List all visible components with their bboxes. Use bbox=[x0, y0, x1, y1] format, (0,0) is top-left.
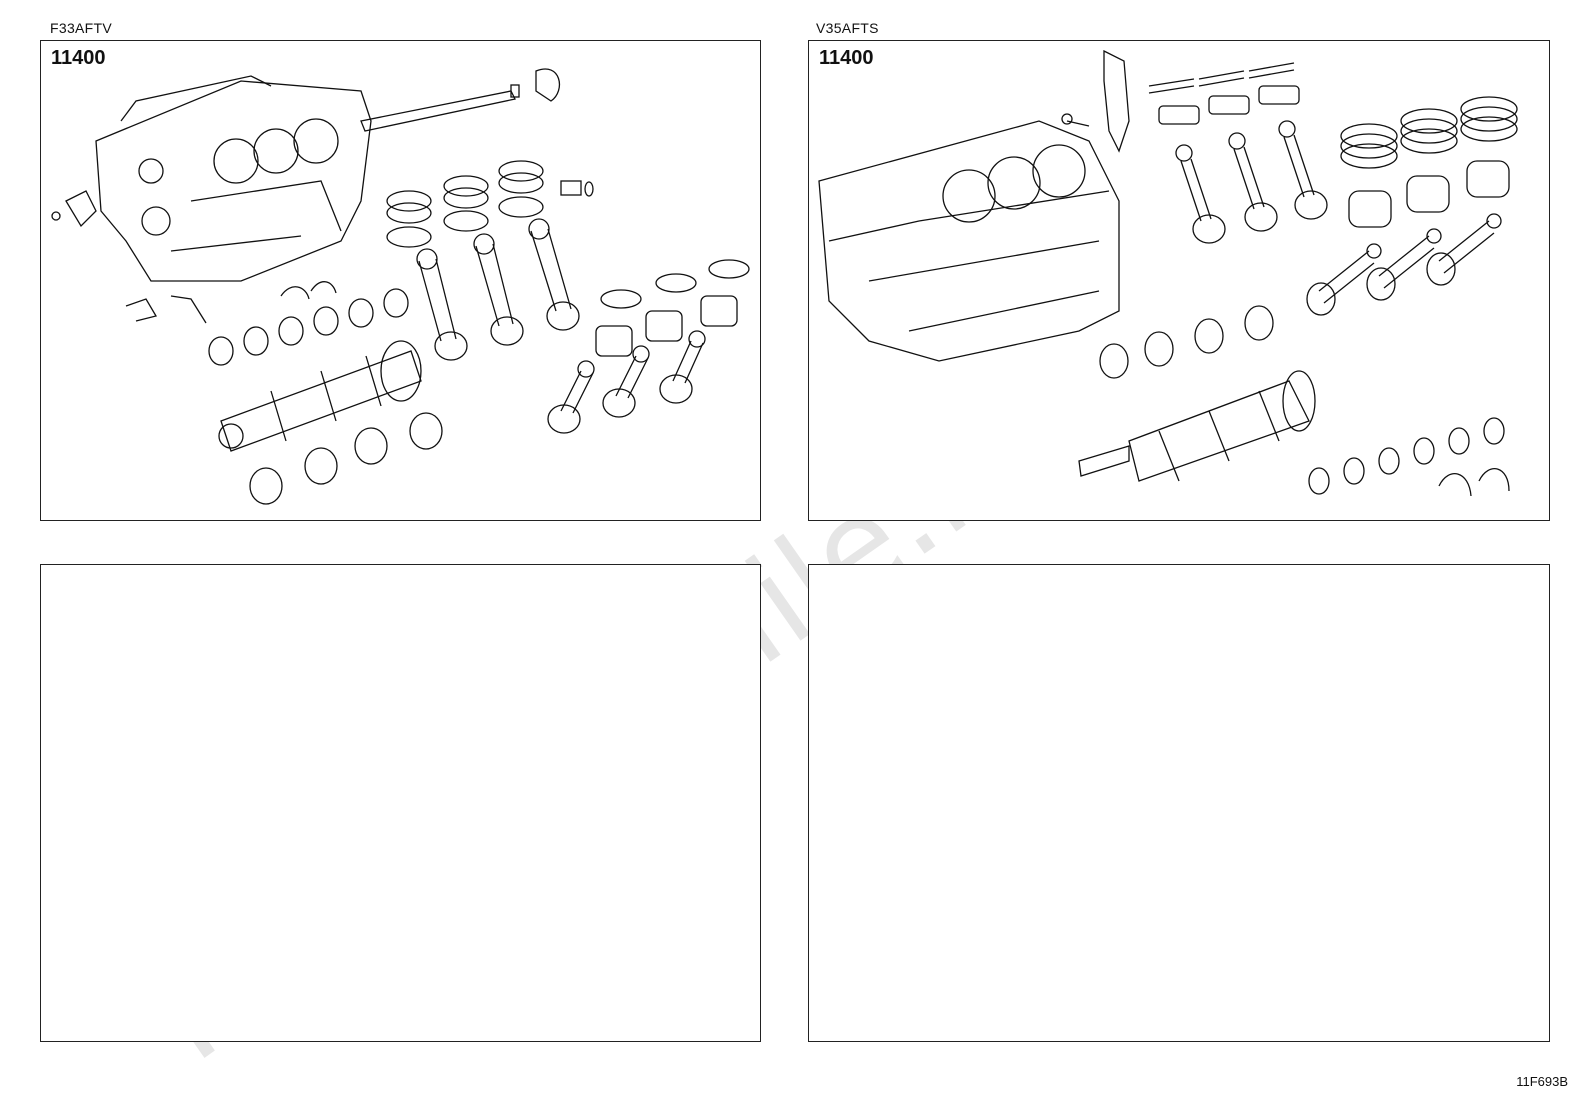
cylinder-block-illustration bbox=[818, 120, 1120, 362]
crankshaft-illustration bbox=[1078, 370, 1316, 482]
diagram-panel-v35afts[interactable]: 11400 bbox=[808, 40, 1550, 521]
connecting-rod-set-lower bbox=[547, 330, 706, 434]
empty-diagram-panel-right bbox=[808, 564, 1550, 1042]
piston-ring-set bbox=[386, 160, 594, 248]
oil-pipe-illustration bbox=[360, 84, 520, 132]
variant-label-v35afts: V35AFTS bbox=[816, 20, 879, 36]
panel-part-code: 11400 bbox=[819, 47, 874, 69]
empty-diagram-panel-left bbox=[40, 564, 761, 1042]
connecting-rod-set-lower bbox=[1306, 213, 1502, 316]
connecting-rod-set-upper bbox=[416, 218, 580, 361]
page-illustration-code: 11F693B bbox=[1516, 1074, 1568, 1089]
panel-part-code: 11400 bbox=[51, 47, 106, 69]
diagram-panel-f33aftv[interactable]: 11400 bbox=[40, 40, 761, 521]
piston-set bbox=[1348, 160, 1510, 228]
piston-ring-set bbox=[1148, 62, 1300, 125]
piston-ring-stack-right bbox=[1340, 96, 1518, 169]
crankshaft-bearing-set bbox=[208, 281, 443, 505]
crankshaft-illustration bbox=[218, 340, 422, 452]
short-block-exploded-drawing-v35afts bbox=[818, 49, 1518, 497]
crankshaft-bearing-set bbox=[1099, 305, 1510, 497]
variant-label-f33aftv: F33AFTV bbox=[50, 20, 113, 36]
connecting-rod-set-upper bbox=[1175, 120, 1328, 244]
bracket-illustration bbox=[535, 68, 560, 102]
bracket-illustration bbox=[1103, 49, 1130, 153]
cylinder-block-illustration bbox=[95, 75, 372, 282]
short-block-exploded-drawing-f33aftv bbox=[51, 68, 750, 505]
piston-set bbox=[595, 259, 750, 357]
